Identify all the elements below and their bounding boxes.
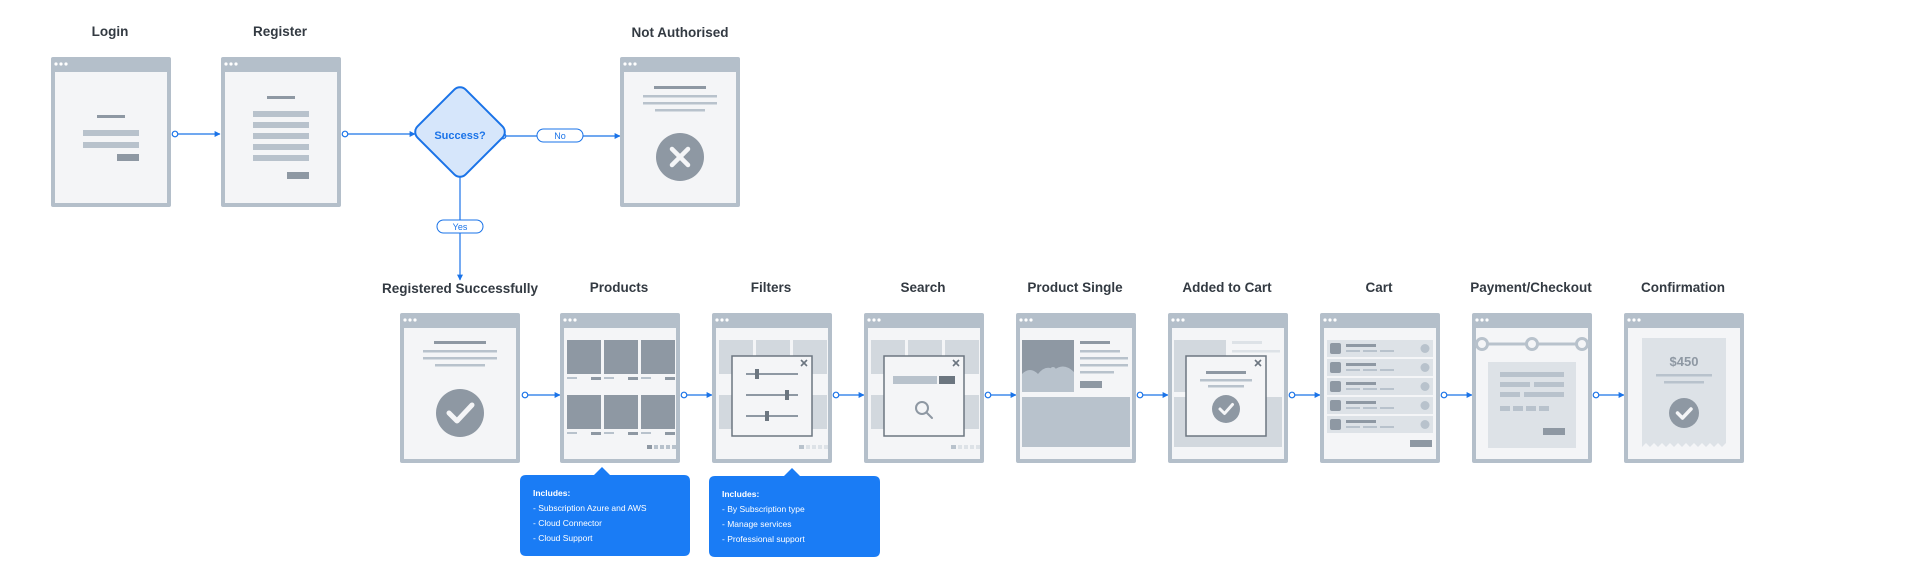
- screen-login: [51, 57, 171, 207]
- note-products-item: - Cloud Support: [533, 533, 593, 543]
- check-icon: [1675, 407, 1693, 420]
- title-search: Search: [900, 280, 945, 295]
- title-confirmation: Confirmation: [1641, 280, 1725, 295]
- note-filters-item: - Professional support: [722, 534, 805, 544]
- screen-confirmation: $450: [1624, 313, 1744, 463]
- title-filters: Filters: [751, 280, 792, 295]
- title-cart: Cart: [1365, 280, 1393, 295]
- login-submit-placeholder: [117, 154, 139, 161]
- note-filters: Includes: - By Subscription type - Manag…: [709, 468, 880, 557]
- title-payment-checkout: Payment/Checkout: [1470, 280, 1592, 295]
- close-icon: [1254, 359, 1262, 367]
- search-icon: [915, 401, 933, 419]
- search-field-placeholder: [893, 376, 937, 384]
- close-icon: [952, 359, 960, 367]
- title-product-single: Product Single: [1027, 280, 1123, 295]
- screen-products: [560, 313, 680, 463]
- confirmation-price: $450: [1670, 354, 1699, 369]
- note-filters-item: - By Subscription type: [722, 504, 805, 514]
- note-filters-title: Includes:: [722, 489, 759, 499]
- decision-label: Success?: [434, 130, 486, 142]
- search-button-placeholder: [939, 376, 955, 384]
- note-products-title: Includes:: [533, 488, 570, 498]
- title-register: Register: [253, 24, 308, 39]
- screen-registered-successfully: [400, 313, 520, 463]
- screen-payment-checkout: [1472, 313, 1592, 463]
- screen-added-to-cart: [1168, 313, 1288, 463]
- pagination-dots: [647, 445, 676, 449]
- receipt-icon: [1642, 338, 1726, 447]
- title-registered-successfully: Registered Successfully: [382, 281, 539, 296]
- title-not-authorised: Not Authorised: [632, 25, 729, 40]
- edge-label-no-text: No: [554, 131, 566, 141]
- close-icon: [800, 359, 808, 367]
- image-placeholder-icon: [1022, 340, 1074, 392]
- register-submit-placeholder: [287, 172, 309, 179]
- checkout-steps: [1475, 337, 1589, 351]
- note-products-item: - Cloud Connector: [533, 518, 602, 528]
- note-products-item: - Subscription Azure and AWS: [533, 503, 647, 513]
- title-products: Products: [590, 280, 649, 295]
- decision-node: Success?: [414, 86, 506, 178]
- added-to-cart-modal: [1185, 355, 1267, 437]
- search-modal: [883, 355, 965, 437]
- screen-cart: [1320, 313, 1440, 463]
- edge-label-yes-text: Yes: [453, 222, 468, 232]
- note-products: Includes: - Subscription Azure and AWS -…: [520, 467, 690, 556]
- cart-line-items: [1327, 340, 1433, 433]
- slider-icon: [746, 369, 798, 421]
- pagination-dots: [799, 445, 828, 449]
- title-login: Login: [92, 24, 129, 39]
- edge-label-no: No: [536, 128, 584, 143]
- screen-filters: [712, 313, 832, 463]
- screen-not-authorised: [620, 57, 740, 207]
- pagination-dots: [951, 445, 980, 449]
- screen-search: [864, 313, 984, 463]
- edge-label-yes: Yes: [436, 219, 484, 234]
- screen-register: [221, 57, 341, 207]
- screen-product-single: [1016, 313, 1136, 463]
- filters-modal: [731, 355, 813, 437]
- check-icon: [446, 402, 475, 424]
- note-filters-item: - Manage services: [722, 519, 791, 529]
- check-icon: [1218, 403, 1234, 415]
- close-icon: [669, 146, 691, 168]
- title-added-to-cart: Added to Cart: [1182, 280, 1272, 295]
